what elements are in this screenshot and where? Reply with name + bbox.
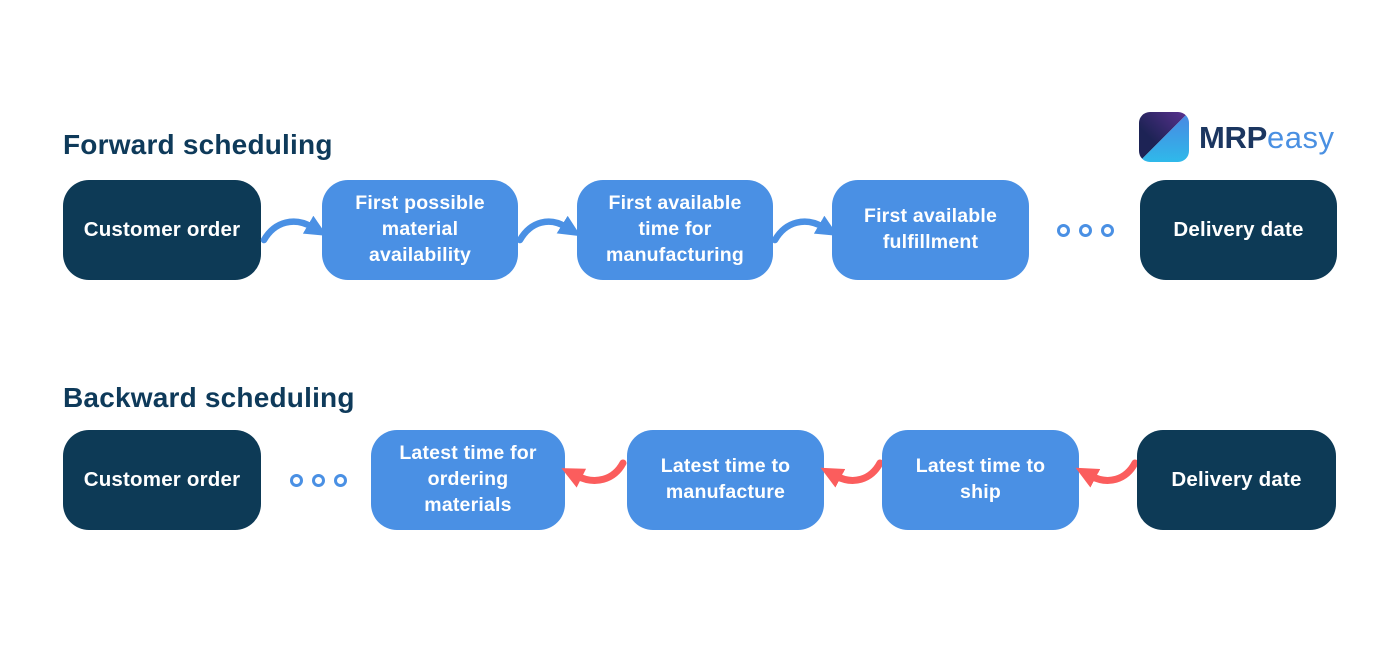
forward-scheduling-heading: Forward scheduling [63, 129, 333, 160]
node-label: First possible material availability [355, 192, 485, 266]
dot-icon [312, 474, 325, 487]
forward-arrow-icon [258, 206, 329, 252]
mrpeasy-logo: MRPeasy [1139, 112, 1334, 162]
brand-text-light: easy [1267, 119, 1335, 155]
forward-node-delivery-date: Delivery date [1140, 180, 1337, 280]
backward-node-customer-order: Customer order [63, 430, 261, 530]
node-label: Delivery date [1173, 218, 1304, 241]
backward-node-ship: Latest time to ship [882, 430, 1079, 530]
node-label: Latest time to ship [915, 455, 1046, 503]
backward-scheduling-heading: Backward scheduling [63, 382, 355, 413]
mrpeasy-wordmark: MRPeasy [1199, 122, 1334, 153]
dot-icon [1057, 224, 1070, 237]
mrpeasy-logo-icon [1139, 112, 1189, 162]
node-label: Customer order [83, 218, 241, 241]
forward-arrow-icon [769, 206, 840, 252]
brand-text-bold: MRP [1199, 119, 1267, 155]
forward-node-manufacturing-time: First available time for manufacturing [577, 180, 773, 280]
node-label: Delivery date [1171, 468, 1302, 491]
dot-icon [334, 474, 347, 487]
dot-icon [290, 474, 303, 487]
forward-arrow-icon [514, 206, 583, 252]
dot-icon [1101, 224, 1114, 237]
node-label: Latest time to manufacture [660, 455, 791, 503]
ellipsis-dots-icon [1057, 224, 1114, 237]
dot-icon [1079, 224, 1092, 237]
forward-node-material-availability: First possible material availability [322, 180, 518, 280]
node-label: First available fulfillment [863, 205, 998, 253]
backward-arrow-icon [561, 453, 629, 497]
ellipsis-dots-icon [290, 474, 347, 487]
backward-node-manufacture: Latest time to manufacture [627, 430, 824, 530]
backward-node-delivery-date: Delivery date [1137, 430, 1336, 530]
node-label: Customer order [83, 468, 241, 491]
node-label: First available time for manufacturing [605, 192, 745, 266]
backward-arrow-icon [820, 453, 886, 497]
forward-node-customer-order: Customer order [63, 180, 261, 280]
forward-node-fulfillment: First available fulfillment [832, 180, 1029, 280]
backward-arrow-icon [1075, 453, 1141, 497]
backward-node-ordering-materials: Latest time for ordering materials [371, 430, 565, 530]
node-label: Latest time for ordering materials [399, 442, 537, 516]
